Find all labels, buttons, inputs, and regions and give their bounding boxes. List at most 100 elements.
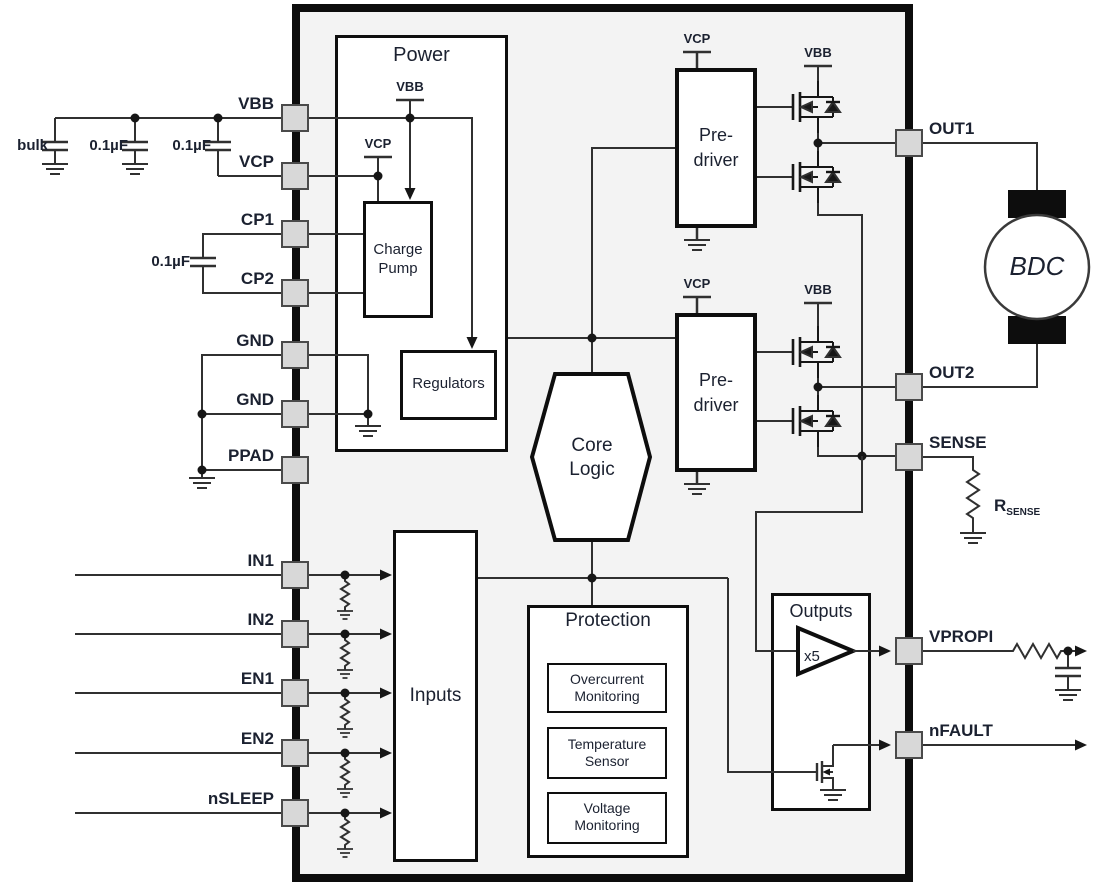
pin-label-vcp: VCP (239, 152, 274, 171)
pin-label-gnd2: GND (236, 390, 274, 409)
rsense-label: RSENSE (994, 496, 1040, 519)
rail-label-vbb-hb1: VBB (804, 45, 832, 60)
pre-driver1-block (675, 68, 757, 228)
pin-label-vbb: VBB (238, 94, 274, 113)
pin-label-cp1: CP1 (240, 210, 274, 229)
core-logic-label: Core Logic (532, 434, 652, 482)
pin-label-ppad: PPAD (228, 446, 274, 465)
logic-bus-wiring (478, 147, 817, 773)
regulators-block (400, 350, 497, 420)
power-label: Power (393, 44, 450, 66)
pad-vcp (281, 162, 309, 190)
charge-pump-label: Charge Pump (363, 240, 433, 278)
half-bridge1 (683, 50, 895, 456)
pre-driver2-line1: Pre- (698, 370, 733, 390)
sense-amp-icon (796, 624, 859, 678)
vpropi-rc-icon (923, 641, 1088, 701)
half-bridge2 (683, 295, 895, 495)
voltage-block (547, 792, 667, 844)
motor-label: BDC (1009, 251, 1065, 281)
pin-label-nfault: nFAULT (929, 721, 993, 740)
pin-label-in2: IN2 (247, 610, 274, 629)
rail-label-vcp-pd1: VCP (683, 31, 711, 46)
nfault-fet-icon (815, 745, 847, 801)
pad-nfault (895, 731, 923, 759)
charge-pump-line2: Pump (378, 260, 418, 277)
pin-label-nsleep: nSLEEP (207, 789, 274, 808)
bdc-motor-icon (923, 142, 1091, 388)
rail-label-vcp-pd2: VCP (683, 276, 711, 291)
outputs-wiring (755, 456, 892, 801)
rail-label-vbb-hb2: VBB (804, 282, 832, 297)
pre-driver1-label: Pre- driver (675, 123, 757, 173)
input-pulldowns (309, 568, 393, 858)
amp-gain-label: x5 (804, 648, 820, 665)
rsense-resistor-icon (923, 456, 987, 544)
core-logic-hexagon (529, 372, 653, 542)
pin-label-vpropi: VPROPI (929, 627, 994, 646)
voltage-line2: Monitoring (574, 817, 640, 833)
temperature-block (547, 727, 667, 779)
pad-nsleep (281, 799, 309, 827)
voltage-line1: Voltage (583, 800, 631, 816)
pin-label-out1: OUT1 (929, 119, 975, 138)
external-ground-net (188, 354, 281, 489)
pad-cp2 (281, 279, 309, 307)
external-supply-caps (40, 112, 281, 294)
pre-driver2-label: Pre- driver (675, 368, 757, 418)
rsense-main: R (994, 496, 1007, 515)
pin-label-en1: EN1 (240, 669, 274, 688)
pin-label-cp2: CP2 (240, 269, 274, 288)
rail-label-vbb-power: VBB (396, 79, 424, 94)
overcurrent-block (547, 663, 667, 713)
cap-vcp-label: 0.1µF (172, 137, 211, 154)
pre-driver1-line2: driver (693, 150, 739, 170)
inputs-block (393, 530, 478, 862)
pre-driver1-line1: Pre- (698, 125, 733, 145)
pad-out1 (895, 129, 923, 157)
protection-label: Protection (565, 610, 651, 631)
core-logic-line1: Core (571, 435, 613, 456)
pin-label-in1: IN1 (247, 551, 274, 570)
charge-pump-block (363, 201, 433, 318)
pin-label-sense: SENSE (929, 433, 987, 452)
pre-driver2-line2: driver (693, 395, 739, 415)
outputs-label: Outputs (789, 601, 853, 621)
overcurrent-label: Overcurrent Monitoring (547, 671, 667, 705)
external-input-leads (75, 574, 281, 814)
rsense-sub: SENSE (1006, 507, 1041, 518)
nfault-lead (923, 738, 1088, 752)
pad-vpropi (895, 637, 923, 665)
cap-vbb-label: 0.1µF (89, 137, 128, 154)
pad-gnd1 (281, 341, 309, 369)
pad-vbb (281, 104, 309, 132)
pad-gnd2 (281, 400, 309, 428)
temperature-line1: Temperature (567, 736, 647, 752)
core-logic-line2: Logic (569, 459, 615, 480)
temperature-line2: Sensor (584, 753, 630, 769)
pin-label-out2: OUT2 (929, 363, 975, 382)
pad-cp1 (281, 220, 309, 248)
voltage-label: Voltage Monitoring (547, 800, 667, 834)
pad-en2 (281, 739, 309, 767)
rail-label-vcp-power: VCP (364, 136, 392, 151)
pad-sense (895, 443, 923, 471)
pin-label-en2: EN2 (240, 729, 274, 748)
inputs-label: Inputs (409, 685, 462, 706)
pad-out2 (895, 373, 923, 401)
pad-ppad (281, 456, 309, 484)
cap-cp-label: 0.1µF (151, 253, 190, 270)
power-wiring (309, 98, 479, 437)
pin-label-gnd1: GND (236, 331, 274, 350)
regulators-label: Regulators (412, 375, 485, 392)
charge-pump-line1: Charge (373, 241, 423, 258)
pad-in2 (281, 620, 309, 648)
pad-in1 (281, 561, 309, 589)
bulk-cap-label: bulk (17, 137, 48, 154)
pad-en1 (281, 679, 309, 707)
overcurrent-line2: Monitoring (574, 688, 640, 704)
overcurrent-line1: Overcurrent (570, 671, 644, 687)
temperature-label: Temperature Sensor (547, 736, 667, 770)
